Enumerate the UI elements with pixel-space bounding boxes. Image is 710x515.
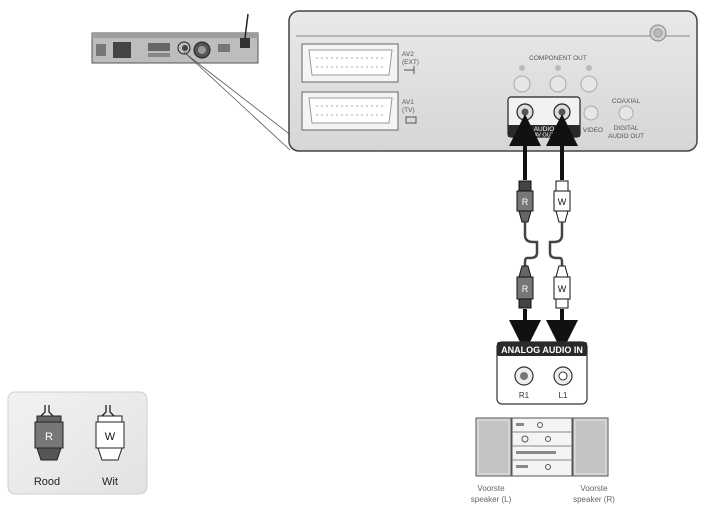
upper-plug-w: W	[553, 180, 571, 223]
audio-out-label: AUDIO OUT	[608, 133, 644, 140]
scart-arrow-icon	[404, 66, 415, 74]
coaxial-jack	[618, 105, 634, 121]
jack-r1-label: R1	[519, 391, 530, 400]
component-out-label: COMPONENT OUT	[529, 55, 587, 62]
audio-jack-label: AUDIO	[534, 126, 555, 133]
cable-wire	[523, 222, 539, 250]
scart-av2	[301, 43, 399, 83]
legend-white-label: Wit	[102, 476, 118, 488]
scart-tv-icon	[405, 116, 417, 124]
receiver-title: ANALOG AUDIO IN	[501, 345, 583, 355]
av1-label: AV1	[402, 99, 414, 106]
upper-plug-r-letter: R	[522, 197, 529, 207]
lower-plug-r: R	[516, 265, 534, 309]
receiver-input-box: ANALOG AUDIO IN R1 L1	[496, 341, 588, 405]
rear-panel: AV2 (EXT) AV1 (TV) COMPONENT OUT	[288, 10, 698, 152]
zoom-line	[183, 51, 291, 151]
legend-red-label: Rood	[34, 476, 60, 488]
scart-av1	[301, 91, 399, 131]
av2-label: AV2	[402, 51, 414, 58]
legend-white-letter: W	[105, 431, 116, 443]
upper-plug-w-letter: W	[558, 197, 567, 207]
legend-white-plug-icon: W	[95, 405, 125, 461]
legend-red-plug-icon: R	[34, 405, 64, 461]
lower-plug-w-letter: W	[558, 284, 567, 294]
lower-plug-w: W	[553, 265, 571, 309]
legend-red-letter: R	[45, 431, 53, 443]
speaker-right-label-line2: speaker (R)	[573, 495, 615, 504]
lower-plug-r-letter: R	[522, 284, 529, 294]
video-jack	[583, 105, 599, 121]
jack-l1-label: L1	[559, 391, 568, 400]
av2-sub-label: (EXT)	[402, 59, 419, 66]
video-label: VIDEO	[583, 127, 603, 134]
speaker-right-label-line1: Voorste	[580, 484, 608, 493]
digital-label: DIGITAL	[614, 125, 639, 132]
coaxial-label: COAXIAL	[612, 98, 641, 105]
av-out-box: AUDIO AV OUT	[507, 96, 581, 139]
cable-wire	[548, 222, 564, 250]
cable-wire	[523, 250, 539, 266]
av-out-label: AV OUT	[534, 133, 555, 139]
upper-plug-r: R	[516, 180, 534, 223]
dvd-player-thumbnail	[91, 13, 259, 64]
speaker-left-label-line1: Voorste	[477, 484, 505, 493]
speaker-left-label-line2: speaker (L)	[471, 495, 512, 504]
component-jacks	[513, 65, 598, 93]
color-legend: R W Rood Wit	[7, 391, 148, 495]
av1-sub-label: (TV)	[402, 107, 415, 114]
stereo-system	[475, 417, 609, 477]
cable-wire	[548, 250, 564, 266]
